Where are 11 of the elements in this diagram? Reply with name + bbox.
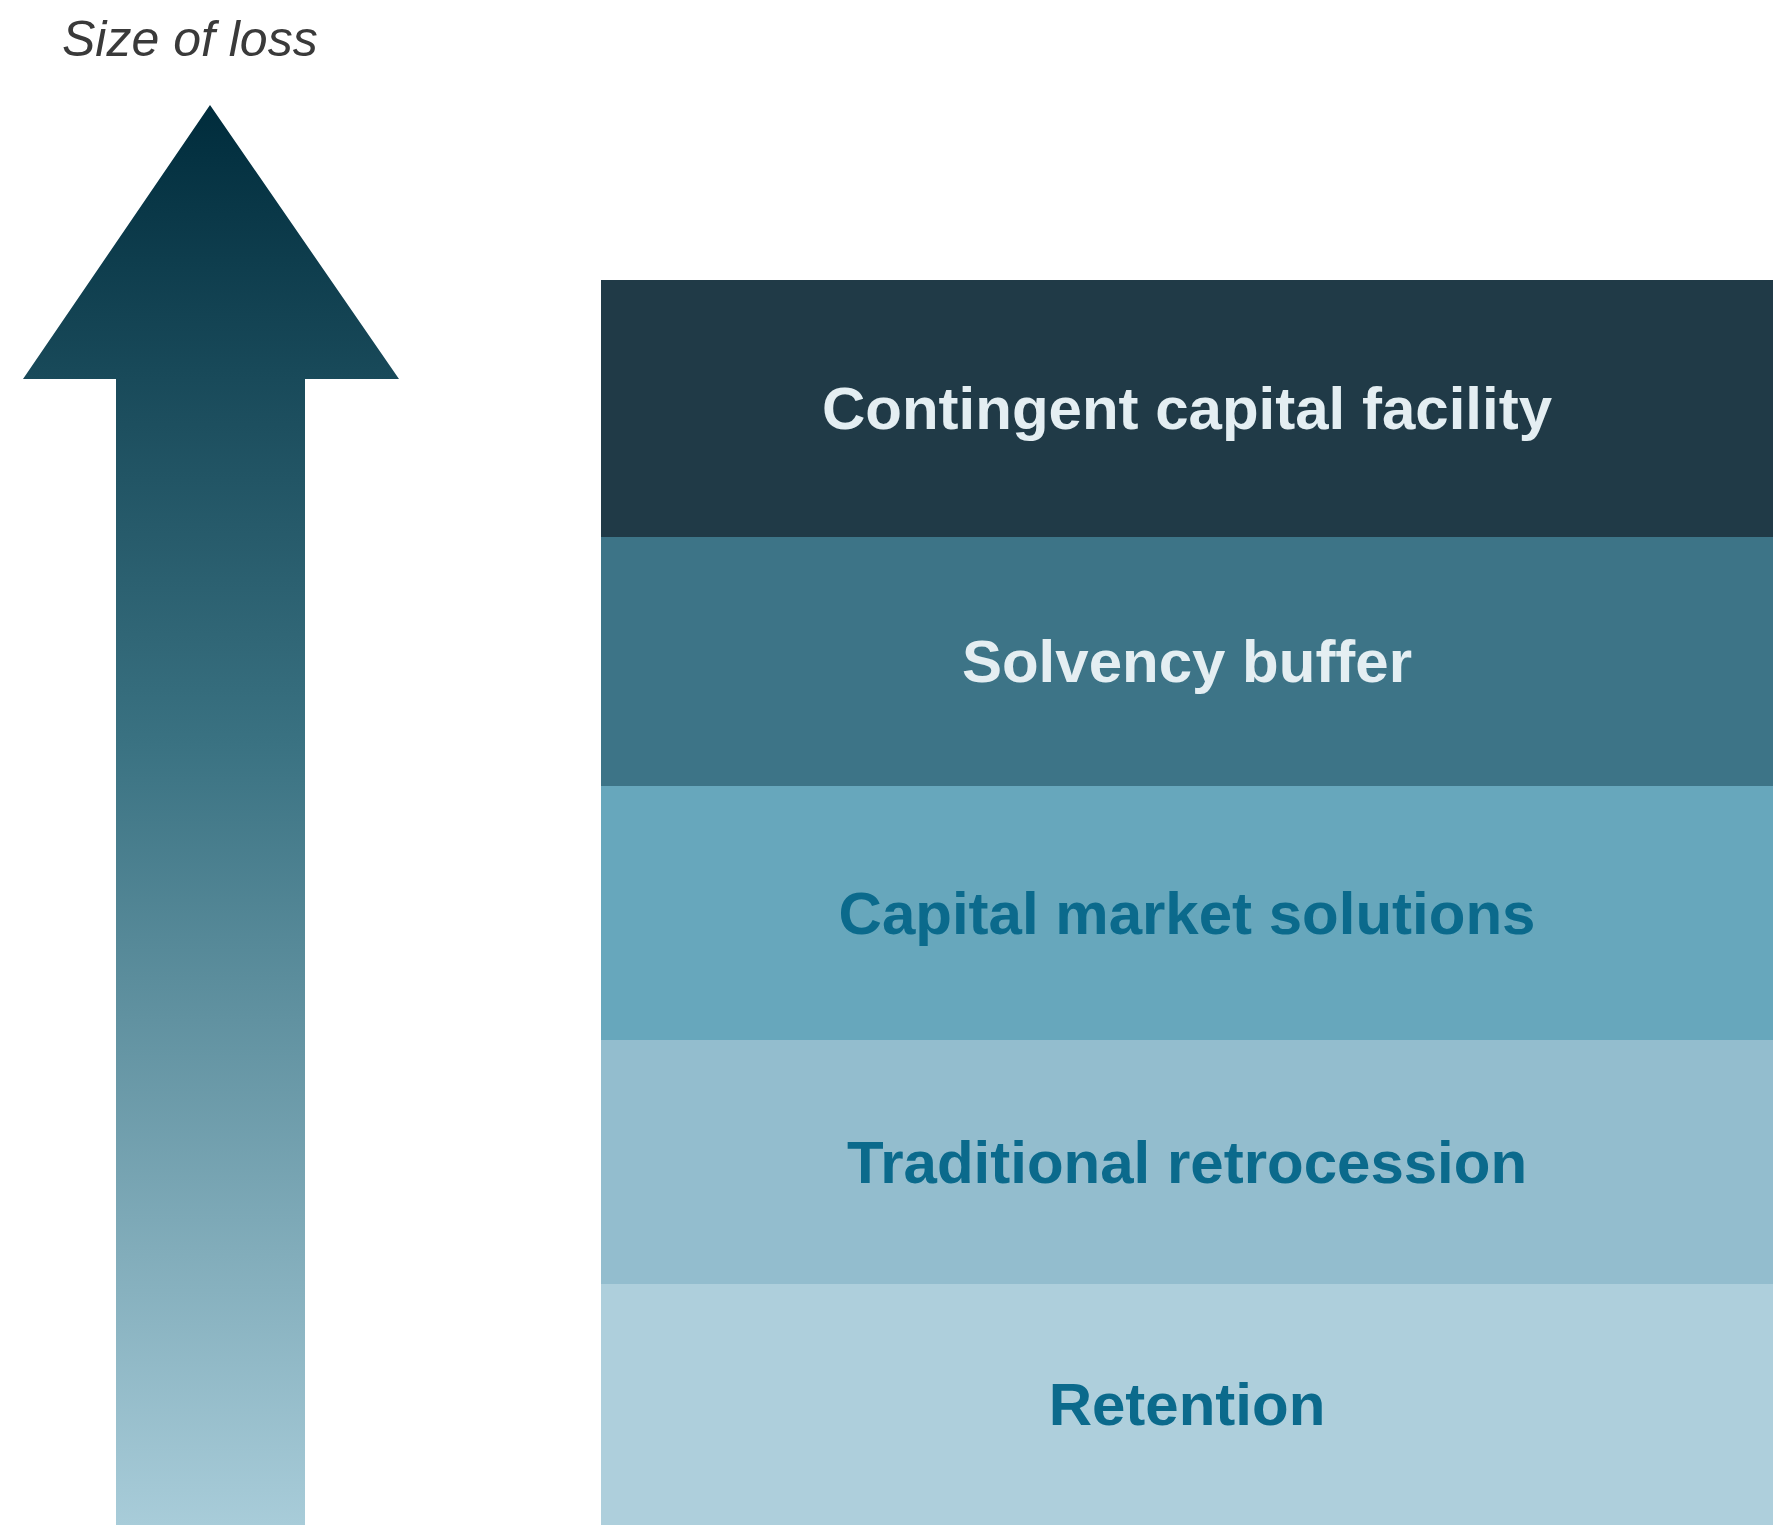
- layer-label: Contingent capital facility: [821, 374, 1553, 443]
- axis-label: Size of loss: [62, 10, 318, 68]
- layer-band: [601, 786, 1773, 1040]
- layer-label: Retention: [1048, 1370, 1326, 1439]
- layer-band: [601, 1284, 1773, 1525]
- layer-band: [601, 1040, 1773, 1284]
- layer-label: Solvency buffer: [961, 627, 1413, 696]
- layer-label: Capital market solutions: [838, 878, 1536, 948]
- layer-band: [601, 537, 1773, 786]
- layer-label: Traditional retrocession: [846, 1127, 1528, 1197]
- layer-band: [601, 280, 1773, 537]
